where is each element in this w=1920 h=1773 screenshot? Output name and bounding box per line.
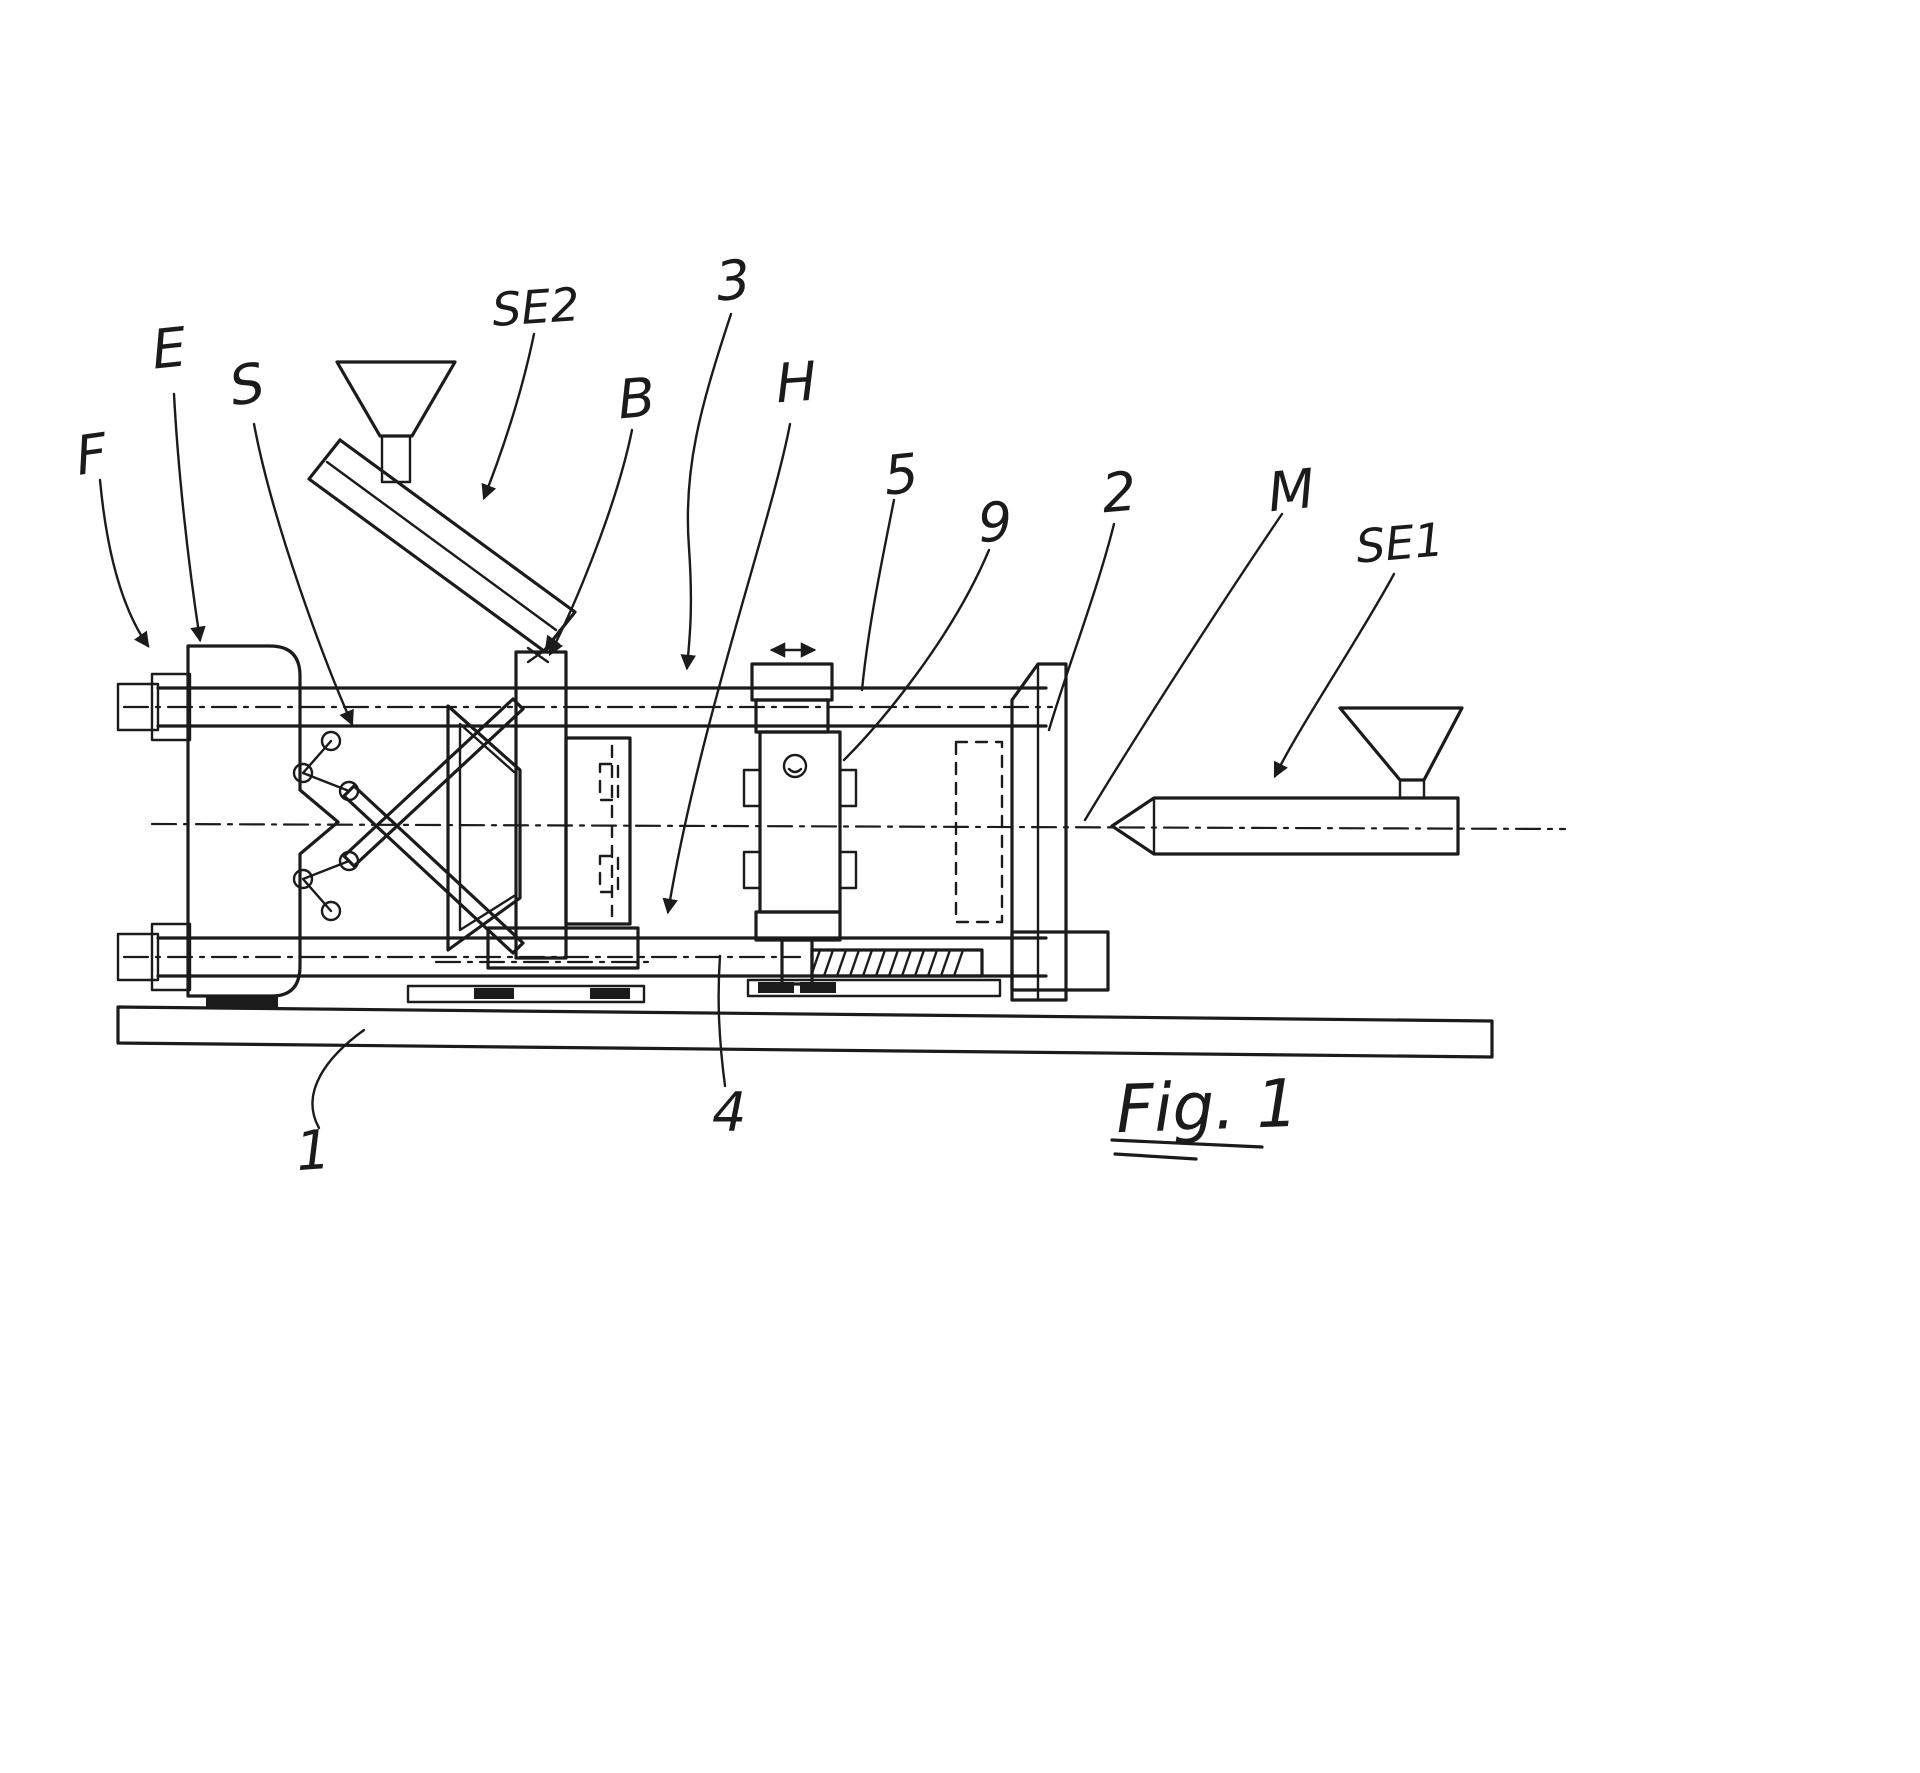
ref-label-E: E [148, 315, 190, 382]
ref-label-B: B [615, 365, 658, 432]
ref-label-M: M [1264, 456, 1318, 525]
leader-lines [98, 312, 1396, 1130]
carriage-unit [742, 642, 858, 986]
moving-platen-and-mold [486, 646, 640, 970]
toggle-mechanism [292, 697, 652, 964]
injection-barrel-se1 [1110, 706, 1464, 856]
slide-rails [406, 978, 1002, 1004]
ref-label-5: 5 [880, 441, 922, 508]
ref-label-H: H [773, 349, 819, 416]
ref-label-SE2: SE2 [490, 277, 582, 337]
ref-label-2: 2 [1099, 459, 1139, 526]
support-plate [954, 662, 1110, 1002]
tie-bars [116, 672, 1054, 992]
caption-underline [1110, 1138, 1264, 1161]
ref-label-9: 9 [975, 489, 1015, 556]
machine-base-rail [116, 1005, 1494, 1059]
drive-screw [809, 948, 984, 978]
ref-label-3: 3 [712, 247, 754, 314]
ref-label-4: 4 [712, 1081, 747, 1144]
figure-caption: Fig. 1 [1114, 1064, 1300, 1149]
ref-label-1: 1 [293, 1117, 333, 1184]
hopper-unit-se2 [307, 360, 577, 653]
center-axis-line [150, 822, 1567, 831]
end-platen [186, 644, 340, 1009]
ref-label-SE1: SE1 [1353, 512, 1446, 574]
